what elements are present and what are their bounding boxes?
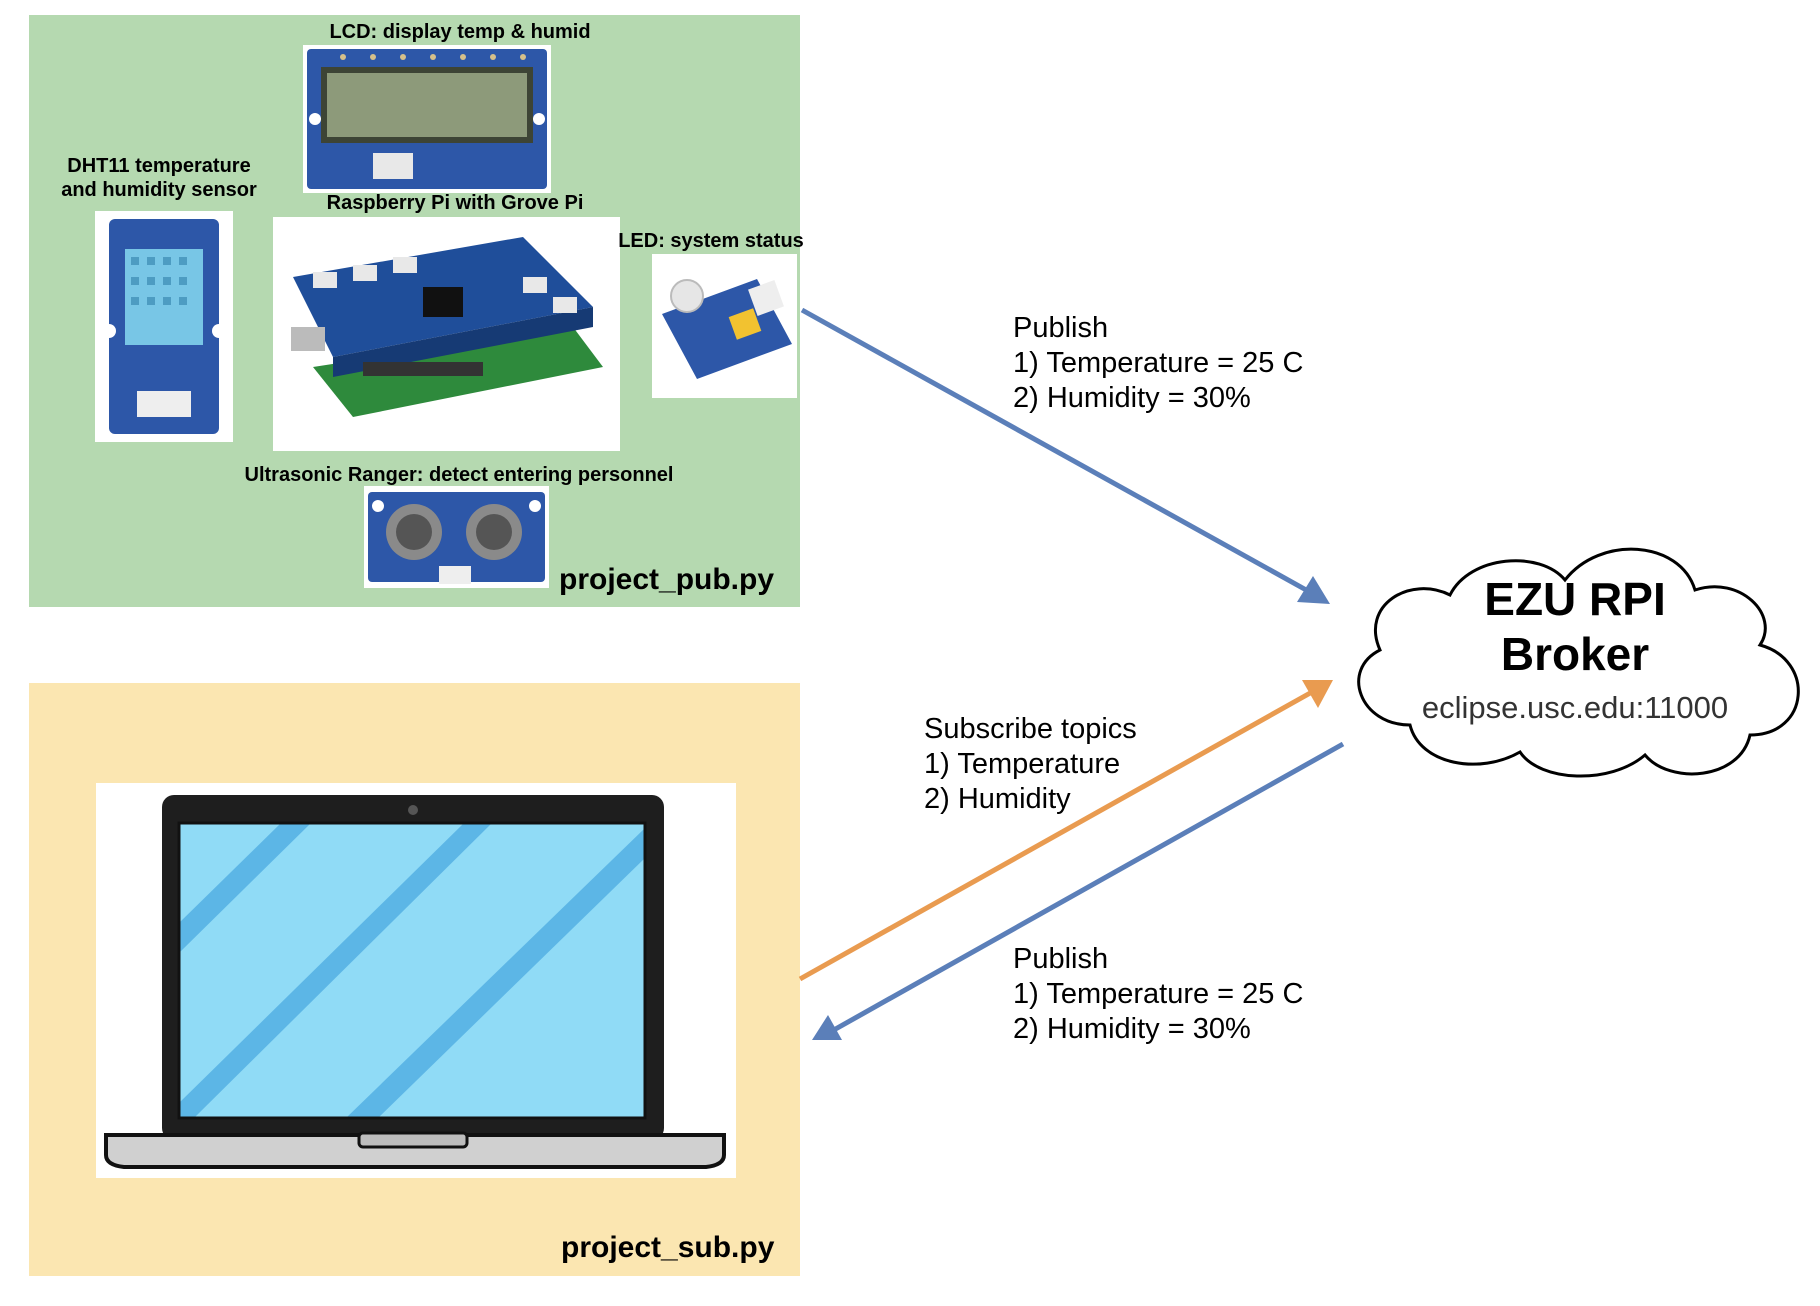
raspberry-pi-icon xyxy=(291,237,603,417)
led-label: LED: system status xyxy=(618,230,804,252)
broker-title-line2: Broker xyxy=(1500,628,1650,680)
subscribe-line1: 1) Temperature xyxy=(924,748,1121,780)
led-module-icon xyxy=(662,279,792,379)
dht11-label-line2: and humidity sensor xyxy=(61,179,257,201)
subscribe-label: Subscribe topics 1) Temperature 2) Humid… xyxy=(924,712,1137,817)
publish-arrow-bottom xyxy=(812,741,1345,1040)
laptop-photo xyxy=(96,783,736,1178)
subscribe-arrow xyxy=(798,680,1333,982)
publish-bottom-line2: 2) Humidity = 30% xyxy=(1013,1013,1251,1045)
publish-bottom-label: Publish 1) Temperature = 25 C 2) Humidit… xyxy=(1013,942,1303,1047)
publisher-panel: LCD: display temp & humid DHT11 temperat… xyxy=(29,15,804,607)
sub-script-label: project_sub.py xyxy=(561,1231,775,1264)
lcd-photo xyxy=(303,45,551,193)
subscribe-heading: Subscribe topics xyxy=(924,713,1137,745)
publish-top-heading: Publish xyxy=(1013,312,1109,344)
led-photo xyxy=(652,254,797,398)
broker-title-line1: EZU RPI xyxy=(1484,573,1666,625)
dht11-label: DHT11 temperature and humidity sensor xyxy=(54,154,264,202)
rpi-label: Raspberry Pi with Grove Pi xyxy=(326,192,584,214)
publish-bottom-heading: Publish xyxy=(1013,943,1109,975)
lcd-label: LCD: display temp & humid xyxy=(329,21,591,43)
broker-address: eclipse.usc.edu:11000 xyxy=(1421,690,1729,725)
publish-top-label: Publish 1) Temperature = 25 C 2) Humidit… xyxy=(1013,311,1303,416)
broker-cloud: EZU RPI Broker eclipse.usc.edu:11000 xyxy=(1340,520,1810,785)
dht11-label-line1: DHT11 temperature xyxy=(67,155,251,177)
ultrasonic-photo xyxy=(364,486,549,588)
cloud-icon xyxy=(1357,547,1800,778)
laptop-icon xyxy=(104,795,726,1169)
ultrasonic-label: Ultrasonic Ranger: detect entering perso… xyxy=(244,464,674,486)
ultrasonic-ranger-icon xyxy=(368,492,545,584)
publish-top-line1: 1) Temperature = 25 C xyxy=(1013,347,1304,379)
publish-top-line2: 2) Humidity = 30% xyxy=(1013,382,1251,414)
dht11-photo xyxy=(95,211,233,442)
publish-bottom-line1: 1) Temperature = 25 C xyxy=(1013,978,1304,1010)
subscribe-line2: 2) Humidity xyxy=(924,783,1071,815)
dht11-sensor-icon xyxy=(102,219,226,434)
lcd-module-icon xyxy=(307,49,547,189)
rpi-photo xyxy=(273,217,620,451)
publish-arrow-top xyxy=(800,307,1330,604)
subscriber-panel: project_sub.py xyxy=(29,683,800,1276)
pub-script-label: project_pub.py xyxy=(559,563,775,596)
